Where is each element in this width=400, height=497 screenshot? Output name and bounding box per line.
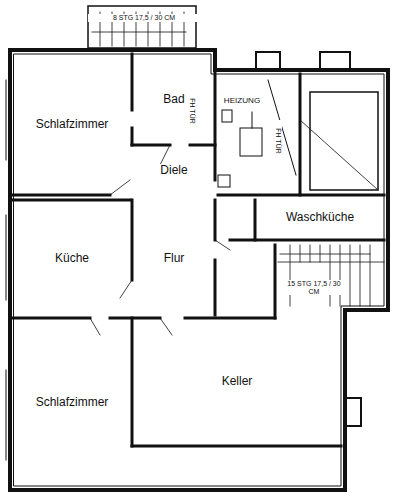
room-area: Schlafzimmer [14, 56, 130, 194]
room-area: Diele [134, 148, 214, 194]
door-note: FH TÜR [274, 120, 282, 162]
room-area: Küche [14, 202, 130, 316]
door-note: FH TÜR [188, 90, 196, 132]
room-name: Bad [161, 93, 186, 107]
room-name: Schlafzimmer [34, 396, 111, 410]
room-name: HEIZUNG [222, 96, 262, 105]
stair-note: 8 STG 17,5 / 30 CM [88, 14, 200, 22]
room-area: HEIZUNG [218, 92, 266, 110]
room-area: Waschküche [257, 198, 383, 238]
room-name: Flur [162, 252, 187, 266]
room-area: Schlafzimmer [14, 320, 130, 486]
room-name: Küche [53, 252, 91, 266]
room-name: Keller [220, 375, 255, 389]
room-area: Flur [134, 202, 214, 316]
room-area: Keller [134, 320, 340, 444]
room-name: Schlafzimmer [34, 118, 111, 132]
room-name: Diele [158, 164, 189, 178]
room-area: Bad [134, 56, 214, 144]
stair-note: 15 STG 17,5 / 30 CM [286, 280, 342, 295]
room-name: Waschküche [284, 211, 356, 225]
